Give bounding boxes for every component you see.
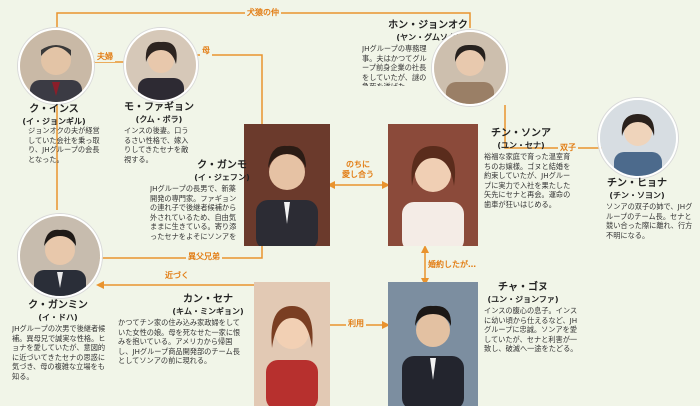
gonu-desc: インスの腹心の息子。インスに幼い頃から仕えるなど、JHグループに忠誠。ソンアを愛… xyxy=(484,306,578,354)
kuinsu-reading: (イ・ジョンギル) xyxy=(22,117,86,126)
engaged-label: 婚約したが… xyxy=(428,260,476,269)
engaged-arrow-up xyxy=(421,245,429,253)
mother-line xyxy=(196,54,263,125)
use-label: 利用 xyxy=(346,319,366,329)
mofahgin-reading: (クム・ボラ) xyxy=(135,115,183,124)
love-arrow-left xyxy=(327,181,335,189)
hon-name: ホン・ジョンオク xyxy=(388,20,468,31)
approach-label: 近づく xyxy=(163,271,191,281)
gangmo-desc: JHグループの長男で、新薬開発の専門家。ファギョンの連れ子で後継者候補から外され… xyxy=(150,184,237,242)
gonu-name: チャ・ゴヌ xyxy=(498,282,548,293)
gangmo-photo xyxy=(244,124,330,246)
kuinsu-desc: ジョンオクの夫が経営していた会社を乗っ取り、JHグループの会長となった。 xyxy=(28,126,100,164)
gangmin-desc: JHグループの次男で後継者候補。異母兄で誠実な性格。ヒョナを愛していたが、意図的… xyxy=(12,324,106,381)
gangmo-name: ク・ガンモ xyxy=(197,160,247,171)
love-arrow-right xyxy=(382,181,390,189)
mofahgin-photo xyxy=(124,28,198,102)
gangmin-name: ク・ガンミン xyxy=(28,300,88,311)
half-brothers-line xyxy=(98,245,263,259)
hon-photo xyxy=(432,30,508,106)
gonu-photo xyxy=(388,282,478,406)
sena-desc: かつてチン家の住み込み家政婦をしていた女性の娘。母を死なせた一家に恨みを抱いてい… xyxy=(118,318,241,366)
sonah-reading: (ユン・セナ) xyxy=(497,141,545,150)
mofahgin-name: モ・ファギョン xyxy=(124,102,194,113)
hon-desc: JHグループの専務理事。夫はかつてグループ前身企業の社長をしていたが、謎の急死を… xyxy=(362,44,427,86)
gangmo-reading: (イ・ジェフン) xyxy=(194,173,250,182)
hyona-desc: ソンアの双子の姉で、JHグループのチーム長。セナと競い合った際に離れ、行方不明に… xyxy=(606,202,693,240)
sena-photo xyxy=(254,282,330,406)
twins-label: 双子 xyxy=(558,143,578,153)
later-love-label: のちに 愛し合う xyxy=(342,160,374,179)
husband-label: 夫婦 xyxy=(95,52,115,62)
hyona-name: チン・ヒョナ xyxy=(607,178,667,189)
gangmin-photo xyxy=(18,214,102,298)
sonah-name: チン・ソンア xyxy=(491,128,551,139)
gonu-reading: (ユン・ジョンファ) xyxy=(487,295,559,304)
use-arrow-right xyxy=(382,321,390,329)
sonah-desc: 裕福な家庭で育った温室育ちのお嬢様。ゴヌと結婚を約束していたが、JHグループに実… xyxy=(484,152,571,209)
hyona-reading: (チン・ソヨン) xyxy=(609,191,665,200)
hyona-photo xyxy=(598,98,678,178)
mother-label: 母 xyxy=(200,46,212,56)
kuinsu-photo xyxy=(18,28,94,104)
mofahgin-desc: インスの後妻。口うるさい性格で、嫁入りしてきたセナを敵視する。 xyxy=(124,126,189,164)
rival-label: 犬猿の仲 xyxy=(245,8,281,18)
sena-name: カン・セナ xyxy=(183,294,233,305)
kuinsu-name: ク・インス xyxy=(29,104,79,115)
approach-arrow xyxy=(96,281,104,289)
gangmin-reading: (イ・ドハ) xyxy=(38,313,78,322)
sena-reading: (キム・ミンギョン) xyxy=(172,307,244,316)
sonah-photo xyxy=(388,124,478,246)
half-brothers-label: 異父兄弟 xyxy=(186,252,222,262)
hon-reading: (ヤン・グムソク) xyxy=(396,33,460,42)
